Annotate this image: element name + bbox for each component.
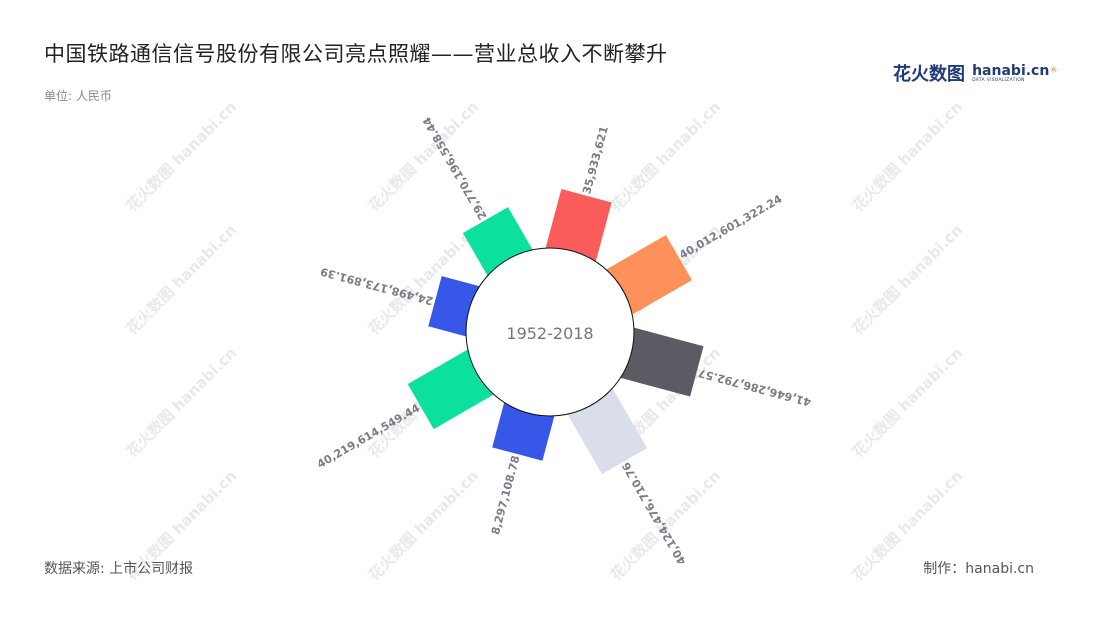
value-label: 40,012,601,322.24 — [677, 192, 784, 262]
watermark-text: 花火数图 hanabi.cn — [123, 98, 240, 215]
logo-en-text: hanabi.cn✳ — [972, 62, 1058, 79]
value-label: 8,297,108.78 — [489, 454, 523, 536]
logo-en-block: hanabi.cn✳ DATA VISUALIZATION — [972, 64, 1058, 83]
credit-text: 制作：hanabi.cn — [923, 561, 1034, 577]
data-source: 数据来源: 上市公司财报 — [44, 561, 194, 577]
center-label: 1952-2018 — [506, 324, 593, 343]
watermark-text: 花火数图 hanabi.cn — [123, 344, 240, 461]
watermark-text: 花火数图 hanabi.cn — [607, 98, 724, 215]
watermark-text: 花火数图 hanabi.cn — [849, 344, 966, 461]
watermark-text: 花火数图 hanabi.cn — [123, 221, 240, 338]
chart-title: 中国铁路通信信号股份有限公司亮点照耀——营业总收入不断攀升 — [44, 42, 668, 66]
value-label: 41,646,286,792.57 — [697, 366, 813, 409]
logo-cn-text: 花火数图 — [893, 64, 965, 85]
watermark-text: 花火数图 hanabi.cn — [849, 98, 966, 215]
watermark-text: 花火数图 hanabi.cn — [365, 467, 482, 584]
value-label: 35,933,621 — [580, 125, 611, 196]
value-label: 40,219,614,549.44 — [315, 401, 422, 471]
spark-icon: ✳ — [1049, 64, 1058, 76]
unit-label: 单位: 人民币 — [44, 89, 112, 103]
brand-logo: 花火数图 hanabi.cn✳ DATA VISUALIZATION — [893, 60, 1058, 86]
chart-bar — [612, 325, 704, 397]
logo-sub-text: DATA VISUALIZATION — [972, 77, 1025, 83]
center-circle — [465, 247, 635, 417]
watermark-text: 花火数图 hanabi.cn — [849, 221, 966, 338]
